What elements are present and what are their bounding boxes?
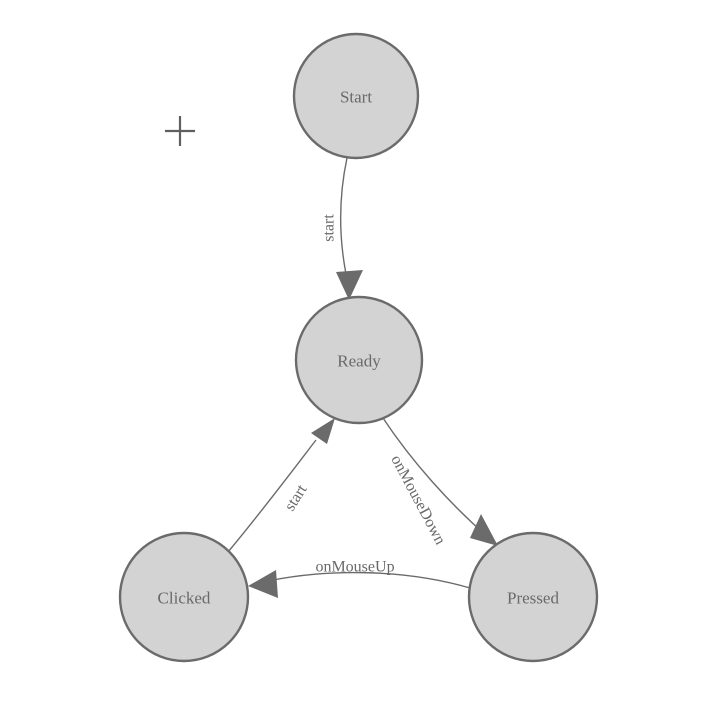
edge-label-start-ready: start <box>321 214 338 242</box>
edge-label-clicked-ready: start <box>281 481 310 514</box>
arrowhead-ready-pressed <box>470 514 498 546</box>
edge-start-to-ready[interactable]: start <box>321 157 364 300</box>
edge-ready-to-pressed[interactable]: onMouseDown <box>382 417 498 548</box>
node-ready[interactable]: Ready <box>294 295 424 425</box>
node-pressed[interactable]: Pressed <box>467 531 599 663</box>
arrowhead-pressed-clicked <box>248 570 278 598</box>
node-label-pressed: Pressed <box>507 589 559 608</box>
edge-clicked-to-ready[interactable]: start <box>227 418 335 553</box>
node-label-start: Start <box>340 88 372 107</box>
node-circle-start[interactable] <box>292 32 420 160</box>
edge-label-ready-pressed: onMouseDown <box>387 452 448 547</box>
node-label-ready: Ready <box>337 352 381 371</box>
edge-path-pressed-clicked[interactable] <box>272 571 471 589</box>
node-clicked[interactable]: Clicked <box>118 531 250 663</box>
edge-path-start-ready[interactable] <box>340 157 350 289</box>
edge-path-clicked-ready[interactable] <box>227 439 317 553</box>
arrowhead-start-ready <box>336 270 363 300</box>
edge-label-pressed-clicked: onMouseUp <box>315 559 394 576</box>
edge-pressed-to-clicked[interactable]: onMouseUp <box>248 559 471 599</box>
node-label-clicked: Clicked <box>158 589 211 608</box>
node-start[interactable]: Start <box>292 32 420 160</box>
arrowhead-clicked-ready <box>311 418 335 444</box>
node-circle-ready[interactable] <box>294 295 424 425</box>
node-circle-clicked[interactable] <box>118 531 250 663</box>
plus-marker-icon <box>165 116 195 146</box>
node-circle-pressed[interactable] <box>467 531 599 663</box>
